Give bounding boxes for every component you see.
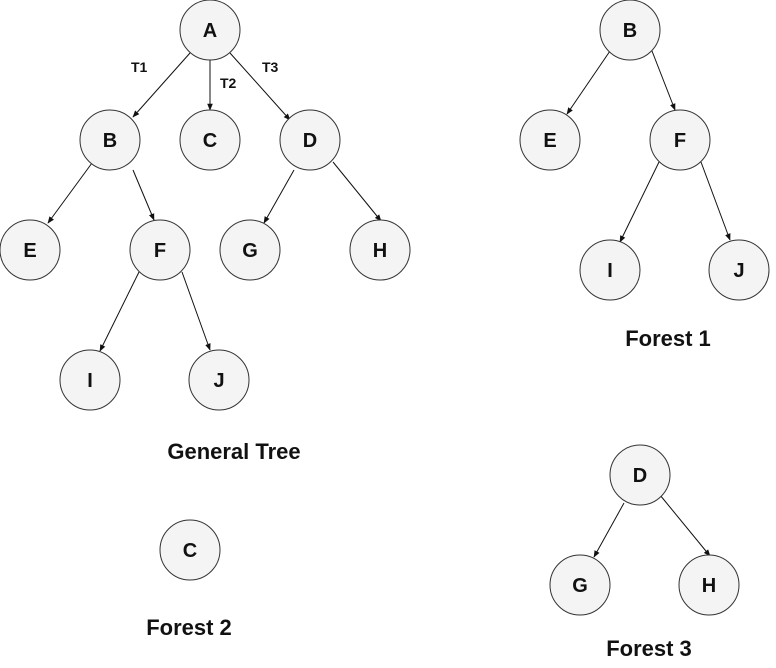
caption-forest1: Forest 1 xyxy=(625,326,711,351)
node-a-label: A xyxy=(203,20,217,42)
node-c: C xyxy=(179,109,241,171)
forest3-node-g-label: G xyxy=(572,575,588,597)
edge-b-e xyxy=(47,162,93,224)
node-j-label: J xyxy=(213,370,224,392)
node-b-label: B xyxy=(103,130,117,152)
node-g-label: G xyxy=(242,240,258,262)
forest1-node-b-label: B xyxy=(623,20,637,42)
forest3-node-d-label: D xyxy=(633,465,647,487)
edge-a-d xyxy=(229,52,291,121)
node-f: F xyxy=(129,219,191,281)
edge-label-t1: T1 xyxy=(131,59,148,75)
node-h-label: H xyxy=(373,240,387,262)
forest1-node-j: J xyxy=(708,239,770,301)
caption-forest3: Forest 3 xyxy=(606,636,692,661)
forest1-node-e-label: E xyxy=(543,130,556,152)
edge-label-t3: T3 xyxy=(262,59,279,75)
edge-f3-d-g xyxy=(593,502,625,558)
node-a: A xyxy=(179,0,241,61)
node-j: J xyxy=(188,349,250,411)
edge-f-j xyxy=(181,271,211,351)
edge-f1-f-i xyxy=(619,161,660,243)
node-d-label: D xyxy=(303,130,317,152)
forest1-node-e: E xyxy=(519,109,581,171)
node-i-label: I xyxy=(87,370,93,392)
caption-forest2: Forest 2 xyxy=(146,615,232,640)
forest1-node-i: I xyxy=(579,239,641,301)
forest3-edges xyxy=(593,494,711,558)
forest1-node-f: F xyxy=(649,109,711,171)
forest3-node-g: G xyxy=(549,554,611,616)
forest3-node-d: D xyxy=(609,444,671,506)
node-i: I xyxy=(59,349,121,411)
edge-d-h xyxy=(332,161,382,222)
forest1-node-b: B xyxy=(599,0,661,61)
node-h: H xyxy=(349,219,411,281)
node-d: D xyxy=(279,109,341,171)
forest3-node-h-label: H xyxy=(702,575,716,597)
node-b: B xyxy=(79,109,141,171)
node-g: G xyxy=(219,219,281,281)
edge-d-g xyxy=(263,169,295,224)
forest3-node-h: H xyxy=(678,554,740,616)
general-tree-edges xyxy=(47,52,382,352)
edge-f-i xyxy=(99,271,140,352)
forest1-node-j-label: J xyxy=(733,260,744,282)
forest2-node-c-label: C xyxy=(183,540,197,562)
forest2-node-c: C xyxy=(159,519,221,581)
edge-label-t2: T2 xyxy=(220,75,237,91)
edge-b-f xyxy=(132,169,155,221)
edge-f1-b-f xyxy=(651,50,676,111)
edge-f1-f-j xyxy=(700,161,731,241)
node-c-label: C xyxy=(203,130,217,152)
caption-general-tree: General Tree xyxy=(167,439,300,464)
node-e: E xyxy=(0,219,61,281)
forest1-edges xyxy=(566,50,731,243)
forest1-node-f-label: F xyxy=(674,130,686,152)
edge-f3-d-h xyxy=(659,494,711,557)
edge-a-b xyxy=(132,52,191,118)
node-e-label: E xyxy=(23,240,36,262)
node-f-label: F xyxy=(154,240,166,262)
edge-f1-b-e xyxy=(566,50,611,115)
forest1-node-i-label: I xyxy=(607,260,613,282)
